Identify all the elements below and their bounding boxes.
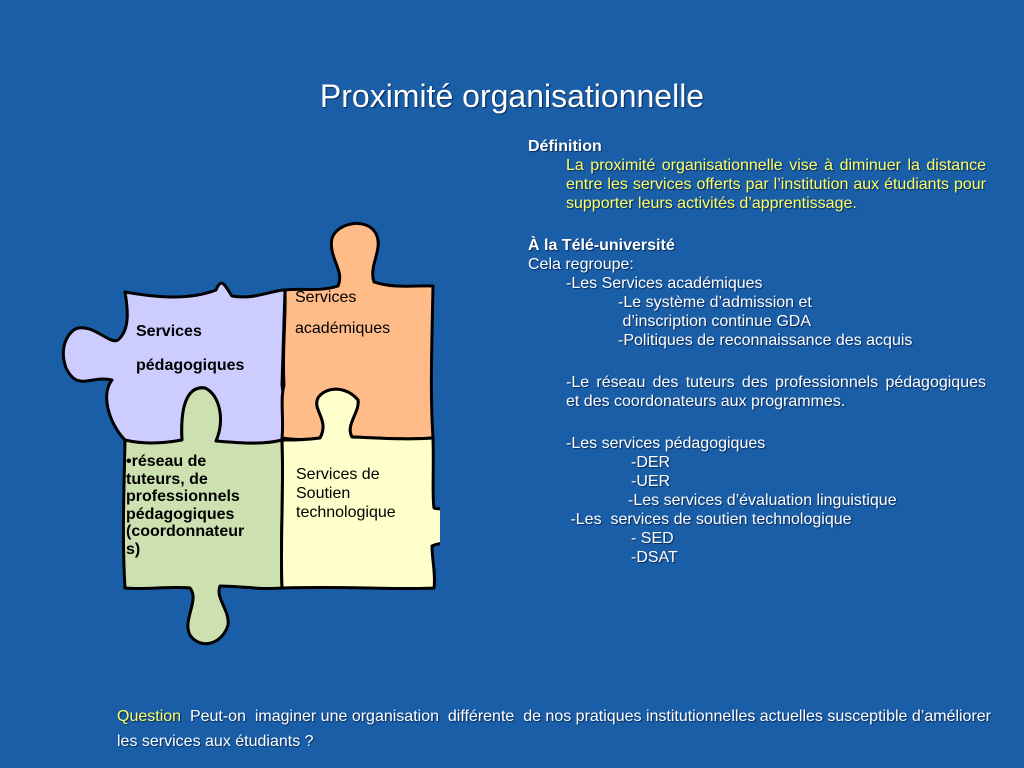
item-sed: - SED — [631, 530, 674, 547]
item-soutien: -Les services de soutien technologique — [566, 511, 852, 528]
definition-heading: Définition — [528, 138, 602, 155]
item-admission-line2: d’inscription continue GDA — [618, 313, 811, 330]
question-block: Question Peut-on imaginer une organisati… — [117, 704, 1007, 754]
label-services-pedagogiques: Services pédagogiques — [136, 322, 244, 375]
item-reseau: -Le réseau des tuteurs des professionnel… — [566, 374, 986, 410]
content-column: Définition La proximité organisationnell… — [528, 137, 986, 567]
puzzle-piece-soutien — [279, 387, 440, 591]
label-reseau-tuteurs: •réseau de tuteurs, de professionnels pé… — [126, 453, 245, 558]
item-uer: -UER — [631, 473, 671, 490]
item-services-academiques: -Les Services académiques — [566, 275, 763, 292]
item-politiques: -Politiques de reconnaissance des acquis — [618, 332, 913, 349]
definition-text: La proximité organisationnelle vise à di… — [566, 157, 986, 212]
label-acad-line1: Services — [295, 289, 357, 306]
question-text: Peut-on imaginer une organisation différ… — [117, 708, 996, 750]
label-acad-line2: académiques — [295, 320, 391, 338]
label-ped-line1: Services — [136, 323, 202, 340]
question-label: Question — [117, 708, 182, 725]
puzzle-piece-reseau — [121, 386, 285, 646]
teluq-intro: Cela regroupe: — [528, 256, 634, 273]
item-services-pedagogiques: -Les services pédagogiques — [566, 435, 766, 452]
slide-title: Proximité organisationnelle — [319, 78, 705, 114]
label-ped-line2: pédagogiques — [136, 357, 245, 375]
teluq-heading: À la Télé-université — [528, 237, 675, 254]
label-services-academiques: Services académiques — [295, 288, 390, 338]
item-der: -DER — [631, 454, 671, 471]
puzzle-graphic — [61, 222, 440, 646]
item-dsat: -DSAT — [631, 549, 678, 566]
item-admission-line1: -Le système d’admission et — [618, 294, 812, 311]
label-soutien-technologique: Services de Soutien technologique — [296, 466, 396, 522]
item-evaluation: -Les services d’évaluation linguistique — [628, 492, 897, 509]
